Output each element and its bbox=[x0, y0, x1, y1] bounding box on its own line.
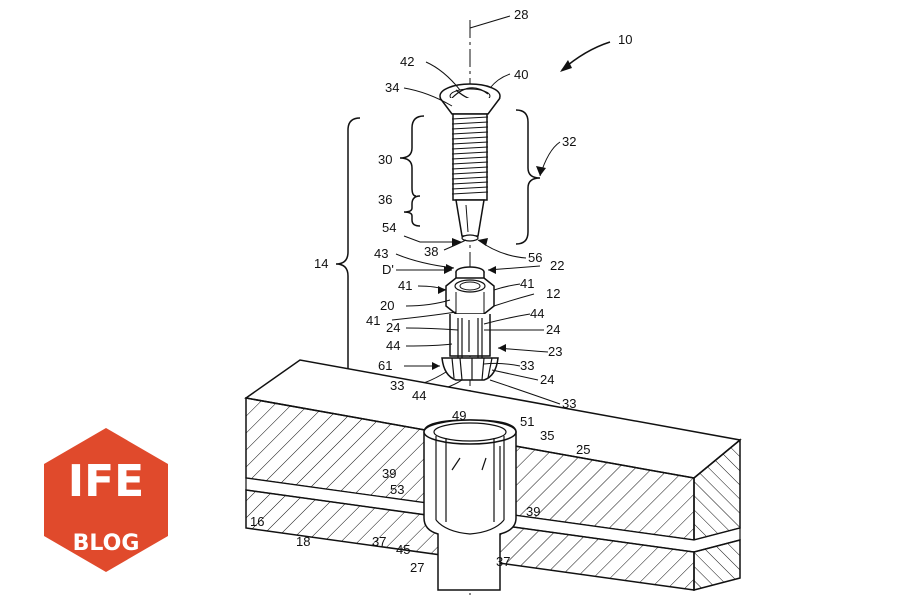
label-44-a: 44 bbox=[530, 306, 544, 321]
screw bbox=[439, 83, 501, 242]
label-39-a: 39 bbox=[382, 466, 396, 481]
label-61: 61 bbox=[378, 358, 392, 373]
label-54: 54 bbox=[382, 220, 396, 235]
label-18: 18 bbox=[296, 534, 310, 549]
label-44-b: 44 bbox=[386, 338, 400, 353]
label-37-a: 37 bbox=[372, 534, 386, 549]
brace-30 bbox=[399, 115, 425, 197]
label-10: 10 bbox=[618, 32, 632, 47]
label-14: 14 bbox=[314, 256, 328, 271]
logo-title: IFE bbox=[68, 456, 144, 507]
reference-numerals: 10 28 42 40 34 32 30 36 54 38 56 43 22 D… bbox=[250, 7, 632, 575]
leader-lines bbox=[391, 61, 561, 405]
bottom-plate-side bbox=[693, 539, 741, 591]
label-33-a: 33 bbox=[520, 358, 534, 373]
label-53: 53 bbox=[390, 482, 404, 497]
label-22: 22 bbox=[550, 258, 564, 273]
label-23: 23 bbox=[548, 344, 562, 359]
label-36: 36 bbox=[378, 192, 392, 207]
label-41-c: 41 bbox=[366, 313, 380, 328]
label-42: 42 bbox=[400, 54, 414, 69]
label-20: 20 bbox=[380, 298, 394, 313]
label-41-a: 41 bbox=[398, 278, 412, 293]
label-24-b: 24 bbox=[546, 322, 560, 337]
label-24-a: 24 bbox=[386, 320, 400, 335]
label-34: 34 bbox=[385, 80, 399, 95]
label-49: 49 bbox=[452, 408, 466, 423]
brace-32 bbox=[515, 109, 541, 245]
label-44-c: 44 bbox=[412, 388, 426, 403]
label-d-prime: D' bbox=[382, 262, 394, 277]
logo-hexagon bbox=[44, 428, 168, 572]
label-38: 38 bbox=[424, 244, 438, 259]
axis-leader-28 bbox=[469, 15, 511, 29]
logo-subtitle: BLOG bbox=[73, 531, 140, 556]
label-40: 40 bbox=[514, 67, 528, 82]
label-43: 43 bbox=[374, 246, 388, 261]
label-39-b: 39 bbox=[526, 504, 540, 519]
label-41-b: 41 bbox=[520, 276, 534, 291]
label-16: 16 bbox=[250, 514, 264, 529]
insert bbox=[441, 266, 499, 381]
brace-14 bbox=[335, 117, 361, 381]
label-56: 56 bbox=[528, 250, 542, 265]
label-37-b: 37 bbox=[496, 554, 510, 569]
label-33-b: 33 bbox=[390, 378, 404, 393]
ife-blog-logo: IFE BLOG bbox=[44, 428, 168, 572]
label-51: 51 bbox=[520, 414, 534, 429]
label-30: 30 bbox=[378, 152, 392, 167]
arrow-10-head bbox=[560, 60, 572, 72]
label-12: 12 bbox=[546, 286, 560, 301]
label-27: 27 bbox=[410, 560, 424, 575]
label-45: 45 bbox=[396, 542, 410, 557]
label-28: 28 bbox=[514, 7, 528, 22]
label-24-c: 24 bbox=[540, 372, 554, 387]
label-35: 35 bbox=[540, 428, 554, 443]
label-32: 32 bbox=[562, 134, 576, 149]
label-25: 25 bbox=[576, 442, 590, 457]
label-33-c: 33 bbox=[562, 396, 576, 411]
brace-36 bbox=[403, 195, 421, 227]
